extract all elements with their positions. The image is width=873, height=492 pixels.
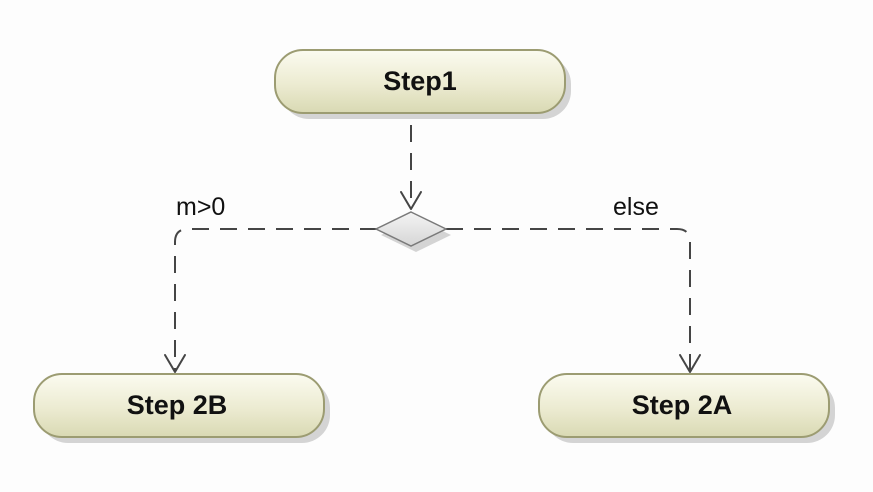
- node-step1-body: [274, 49, 566, 114]
- node-step2a-label: Step 2A: [632, 390, 733, 420]
- node-step2b-label: Step 2B: [127, 390, 228, 420]
- arrowhead-to-step2b: [164, 354, 186, 373]
- node-step1-label: Step1: [383, 66, 457, 96]
- edges: [174, 125, 691, 370]
- arrowheads: [164, 191, 701, 373]
- node-step2a[interactable]: Step 2A: [538, 373, 835, 443]
- guard-label-left: m>0: [176, 193, 225, 221]
- node-step1[interactable]: Step1: [274, 49, 571, 119]
- node-step2b[interactable]: Step 2B: [33, 373, 330, 443]
- edge-decision-to-step2b[interactable]: [174, 228, 377, 370]
- arrowhead-to-decision: [400, 191, 422, 210]
- arrowhead-to-step2a: [679, 354, 701, 373]
- decision-node[interactable]: [374, 211, 451, 252]
- edge-decision-to-step2a[interactable]: [446, 228, 691, 370]
- decision-diamond: [374, 211, 448, 247]
- node-step2a-body: [538, 373, 830, 438]
- node-step2b-body: [33, 373, 325, 438]
- guard-label-right: else: [613, 193, 659, 221]
